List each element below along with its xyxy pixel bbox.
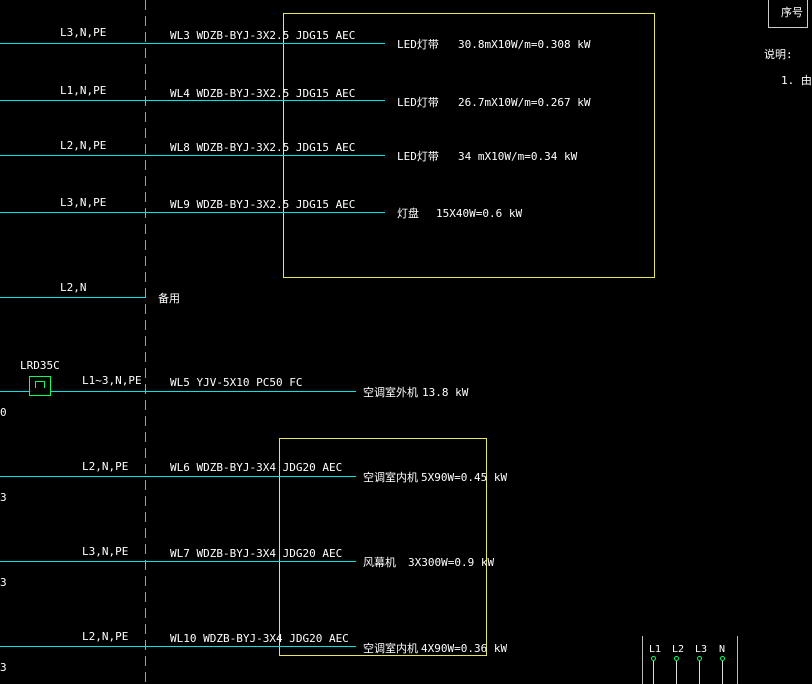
circuit-phase: L1~3,N,PE bbox=[82, 374, 142, 387]
circuit-load: 风幕机 bbox=[363, 556, 396, 569]
circuit-phase: L2,N,PE bbox=[82, 460, 129, 473]
circuit-spec: WL5 YJV-5X10 PC50 FC bbox=[170, 376, 303, 389]
circuit-phase: L3,N,PE bbox=[82, 545, 129, 558]
circuit-phase: L3,N,PE bbox=[60, 196, 107, 209]
circuit-line-wl9[interactable] bbox=[0, 212, 385, 213]
circuit-line-wl5[interactable] bbox=[51, 391, 356, 392]
bus-terminal-l2[interactable] bbox=[674, 656, 679, 661]
bus-wire-l1 bbox=[653, 661, 654, 684]
circuit-line-wl3[interactable] bbox=[0, 43, 385, 44]
circuit-calc: 26.7mX10W/m=0.267 kW bbox=[458, 96, 591, 109]
left-edge-mark: 3 bbox=[0, 576, 7, 589]
bus-wire-l3 bbox=[699, 661, 700, 684]
circuit-calc: 5X90W=0.45 kW bbox=[421, 471, 508, 484]
bus-terminal-n[interactable] bbox=[720, 656, 725, 661]
circuit-spec: WL7 WDZB-BYJ-3X4 JDG20 AEC bbox=[170, 547, 343, 560]
circuit-line-wl5[interactable] bbox=[0, 391, 29, 392]
circuit-spec: WL6 WDZB-BYJ-3X4 JDG20 AEC bbox=[170, 461, 343, 474]
circuit-spec: WL3 WDZB-BYJ-3X2.5 JDG15 AEC bbox=[170, 29, 356, 42]
device-label: LRD35C bbox=[20, 359, 60, 372]
circuit-spec: WL4 WDZB-BYJ-3X2.5 JDG15 AEC bbox=[170, 87, 356, 100]
left-edge-mark: 0 bbox=[0, 406, 7, 419]
table-header-cell[interactable]: 序号 bbox=[768, 0, 808, 28]
circuit-load: 空调室内机 bbox=[363, 471, 418, 484]
notes-item: 1. 由 bbox=[781, 74, 812, 87]
bus-wire-l2 bbox=[676, 661, 677, 684]
table-header-label: 序号 bbox=[781, 6, 803, 19]
bus-label-l2: L2 bbox=[672, 644, 685, 655]
circuit-load: 灯盘 bbox=[397, 207, 419, 220]
circuit-spec: WL10 WDZB-BYJ-3X4 JDG20 AEC bbox=[170, 632, 349, 645]
circuit-load: 空调室内机 bbox=[363, 642, 418, 655]
bus-terminal-l3[interactable] bbox=[697, 656, 702, 661]
circuit-calc: 30.8mX10W/m=0.308 kW bbox=[458, 38, 591, 51]
circuit-load: LED灯带 bbox=[397, 96, 439, 109]
bus-terminal-l1[interactable] bbox=[651, 656, 656, 661]
circuit-load: 空调室外机 bbox=[363, 386, 418, 399]
circuit-phase: L2,N bbox=[60, 281, 87, 294]
circuit-load: LED灯带 bbox=[397, 150, 439, 163]
thermal-relay-symbol[interactable] bbox=[29, 376, 51, 396]
circuit-spec: WL8 WDZB-BYJ-3X2.5 JDG15 AEC bbox=[170, 141, 356, 154]
circuit-calc: 4X90W=0.36 kW bbox=[421, 642, 508, 655]
circuit-calc: 3X300W=0.9 kW bbox=[408, 556, 495, 569]
hvac-group-box bbox=[279, 438, 487, 656]
bus-wire-n bbox=[722, 661, 723, 684]
circuit-phase: L2,N,PE bbox=[60, 139, 107, 152]
notes-label: 说明: bbox=[764, 48, 793, 61]
bus-label-l3: L3 bbox=[695, 644, 708, 655]
circuit-line-spare[interactable] bbox=[0, 297, 145, 298]
circuit-line-wl7[interactable] bbox=[0, 561, 356, 562]
circuit-calc: 13.8 kW bbox=[422, 386, 469, 399]
circuit-line-wl4[interactable] bbox=[0, 100, 385, 101]
left-edge-mark: 3 bbox=[0, 661, 7, 674]
bus-label-n: N bbox=[719, 644, 726, 655]
circuit-line-wl8[interactable] bbox=[0, 155, 385, 156]
bus-frame-line bbox=[737, 636, 738, 684]
circuit-calc: 15X40W=0.6 kW bbox=[436, 207, 523, 220]
circuit-load: LED灯带 bbox=[397, 38, 439, 51]
circuit-phase: L3,N,PE bbox=[60, 26, 107, 39]
circuit-calc: 34 mX10W/m=0.34 kW bbox=[458, 150, 578, 163]
distribution-divider-line bbox=[145, 0, 146, 684]
circuit-spec: WL9 WDZB-BYJ-3X2.5 JDG15 AEC bbox=[170, 198, 356, 211]
lighting-group-box bbox=[283, 13, 655, 278]
bus-frame-line bbox=[642, 636, 643, 684]
circuit-phase: L1,N,PE bbox=[60, 84, 107, 97]
circuit-line-wl6[interactable] bbox=[0, 476, 356, 477]
circuit-phase: L2,N,PE bbox=[82, 630, 129, 643]
spare-label: 备用 bbox=[158, 292, 180, 305]
bus-label-l1: L1 bbox=[649, 644, 662, 655]
left-edge-mark: 3 bbox=[0, 491, 7, 504]
circuit-line-wl10[interactable] bbox=[0, 646, 356, 647]
